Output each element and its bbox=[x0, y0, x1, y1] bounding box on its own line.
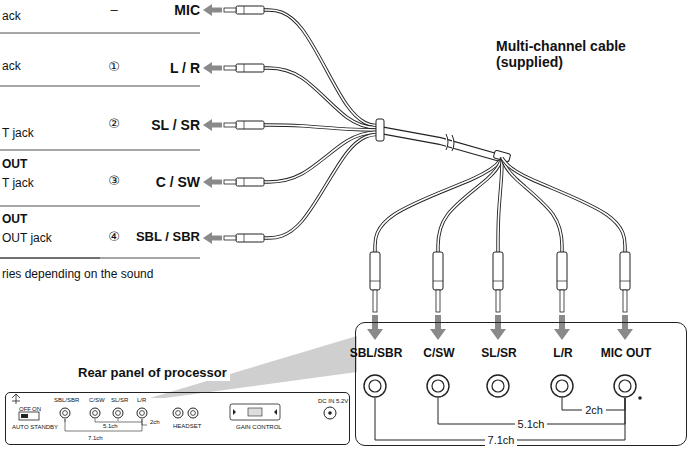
jack bbox=[551, 375, 573, 397]
cable-core bbox=[502, 158, 562, 252]
table-cell: MIC bbox=[130, 2, 200, 18]
arrow bbox=[203, 232, 222, 244]
cable bbox=[262, 68, 382, 128]
arrow bbox=[203, 62, 222, 74]
table-cell: ④ bbox=[104, 230, 124, 245]
channel-label: 5.1ch bbox=[515, 418, 548, 431]
arrow bbox=[554, 315, 570, 340]
panel-marking: C/SW bbox=[89, 397, 105, 404]
table-cell: ② bbox=[104, 117, 124, 132]
arrow bbox=[617, 315, 633, 340]
table-cell: OUT jack bbox=[2, 232, 52, 246]
panel-marking: 7.1ch bbox=[88, 435, 103, 442]
jack bbox=[427, 375, 449, 397]
cable-core bbox=[502, 158, 625, 252]
jack bbox=[487, 375, 509, 397]
cable-core bbox=[380, 130, 500, 158]
plug bbox=[203, 176, 264, 188]
jack bbox=[614, 375, 636, 397]
cable-core bbox=[375, 158, 502, 252]
jack-label: SBL/SBR bbox=[336, 347, 416, 361]
panel-marking: OFF bbox=[19, 406, 31, 413]
plug bbox=[203, 232, 264, 244]
processor-panel bbox=[12, 394, 336, 431]
panel-marking: SL/SR bbox=[111, 397, 128, 404]
arrow bbox=[203, 119, 222, 131]
dot-mark bbox=[638, 396, 642, 400]
channel-label: 2ch bbox=[582, 404, 606, 417]
cable bbox=[498, 158, 502, 252]
plug bbox=[367, 252, 383, 340]
plug bbox=[617, 252, 633, 340]
channel-label: 7.1ch bbox=[485, 434, 518, 447]
table-cell: ack bbox=[2, 10, 21, 24]
plug bbox=[554, 252, 570, 340]
panel-marking: GAIN CONTROL bbox=[236, 424, 282, 431]
jack-label: MIC OUT bbox=[586, 347, 666, 361]
table-cell: C / SW bbox=[130, 174, 200, 190]
table-cell: – bbox=[104, 3, 124, 18]
jack-closeup-panel: SBL/SBRC/SWSL/SRL/RMIC OUT2ch5.1ch7.1ch bbox=[355, 322, 687, 446]
processor-rear-panel: SBL/SBR C/SW SL/SR L/R OFFON AUTO STANDBY 5.1c… bbox=[5, 392, 350, 445]
cable bbox=[380, 130, 500, 158]
cable bbox=[502, 158, 625, 252]
table-rule bbox=[0, 258, 200, 259]
plug bbox=[203, 62, 264, 74]
table-cell: T jack bbox=[2, 177, 34, 191]
panel-marking: ON bbox=[32, 406, 41, 413]
arrow bbox=[490, 315, 506, 340]
table-cell: OUT bbox=[2, 213, 27, 227]
cable bbox=[502, 158, 562, 252]
cable-core bbox=[262, 68, 382, 128]
jack-label: C/SW bbox=[399, 347, 479, 361]
cable-core bbox=[438, 158, 502, 252]
plug bbox=[203, 4, 264, 16]
cable bbox=[262, 125, 382, 130]
arrow bbox=[203, 176, 222, 188]
table-rule bbox=[0, 206, 200, 207]
plug bbox=[490, 252, 506, 340]
panel-marking: HEADSET bbox=[173, 423, 201, 430]
jack bbox=[364, 375, 386, 397]
table-rule bbox=[0, 150, 200, 151]
table-cell: ack bbox=[2, 60, 21, 74]
table-cell: OUT bbox=[2, 158, 27, 172]
caption-label: Multi-channel cable (supplied) bbox=[496, 38, 646, 70]
table-cell: ① bbox=[104, 60, 124, 75]
panel-marking: 5.1ch bbox=[103, 423, 118, 430]
cable bbox=[375, 158, 502, 252]
cable-core bbox=[262, 134, 382, 238]
table-cell: SBL / SBR bbox=[130, 230, 200, 245]
panel-marking: L/R bbox=[137, 397, 146, 404]
table-cell: T jack bbox=[2, 127, 34, 141]
table-cell: L / R bbox=[130, 60, 200, 76]
panel-marking: SBL/SBR bbox=[54, 397, 79, 404]
arrow bbox=[203, 4, 222, 16]
jack-label: L/R bbox=[523, 347, 603, 361]
panel-marking: DC IN 5.2V bbox=[318, 398, 348, 405]
cable-tie bbox=[376, 119, 384, 141]
cable-core bbox=[498, 158, 502, 252]
table-cell: SL / SR bbox=[130, 117, 200, 133]
table-cell: ③ bbox=[104, 174, 124, 189]
plug bbox=[430, 252, 446, 340]
arrow bbox=[430, 315, 446, 340]
table-cell: ries depending on the sound bbox=[2, 268, 153, 282]
panel-marking: AUTO STANDBY bbox=[12, 424, 58, 431]
table-rule bbox=[0, 86, 200, 87]
cable bbox=[438, 158, 502, 252]
panel-marking: 2ch bbox=[150, 419, 160, 426]
plug bbox=[203, 119, 264, 131]
arrow bbox=[367, 315, 383, 340]
cable bbox=[262, 134, 382, 238]
cable-core bbox=[262, 125, 382, 130]
caption-label: Rear panel of processor bbox=[75, 366, 230, 381]
jack-label: SL/SR bbox=[459, 347, 539, 361]
table-rule bbox=[0, 33, 200, 34]
